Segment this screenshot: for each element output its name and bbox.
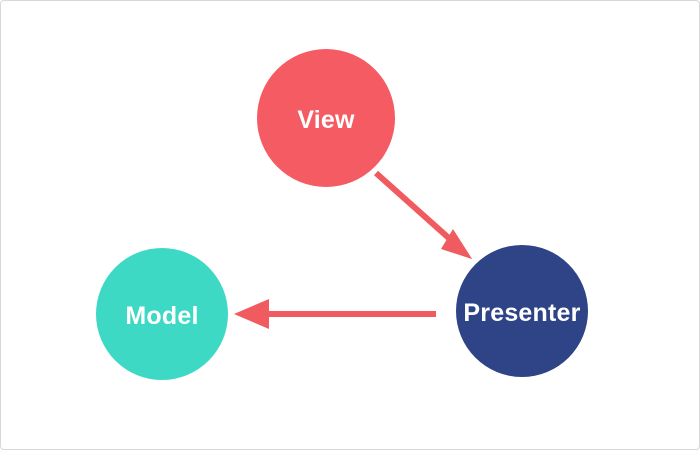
arrow-view-to-presenter-shaft [374,170,453,243]
arrow-presenter-to-model-head [234,299,269,329]
node-presenter-circle[interactable] [456,245,588,377]
arrow-view-to-presenter-head-fill [441,229,472,259]
node-view[interactable]: View [257,49,395,187]
node-presenter[interactable]: Presenter [456,245,588,377]
node-model-circle[interactable] [96,248,228,380]
arrow-view-to-presenter [374,170,472,259]
node-model[interactable]: Model [96,248,228,380]
arrow-presenter-to-model [234,299,436,329]
node-view-circle[interactable] [257,49,395,187]
